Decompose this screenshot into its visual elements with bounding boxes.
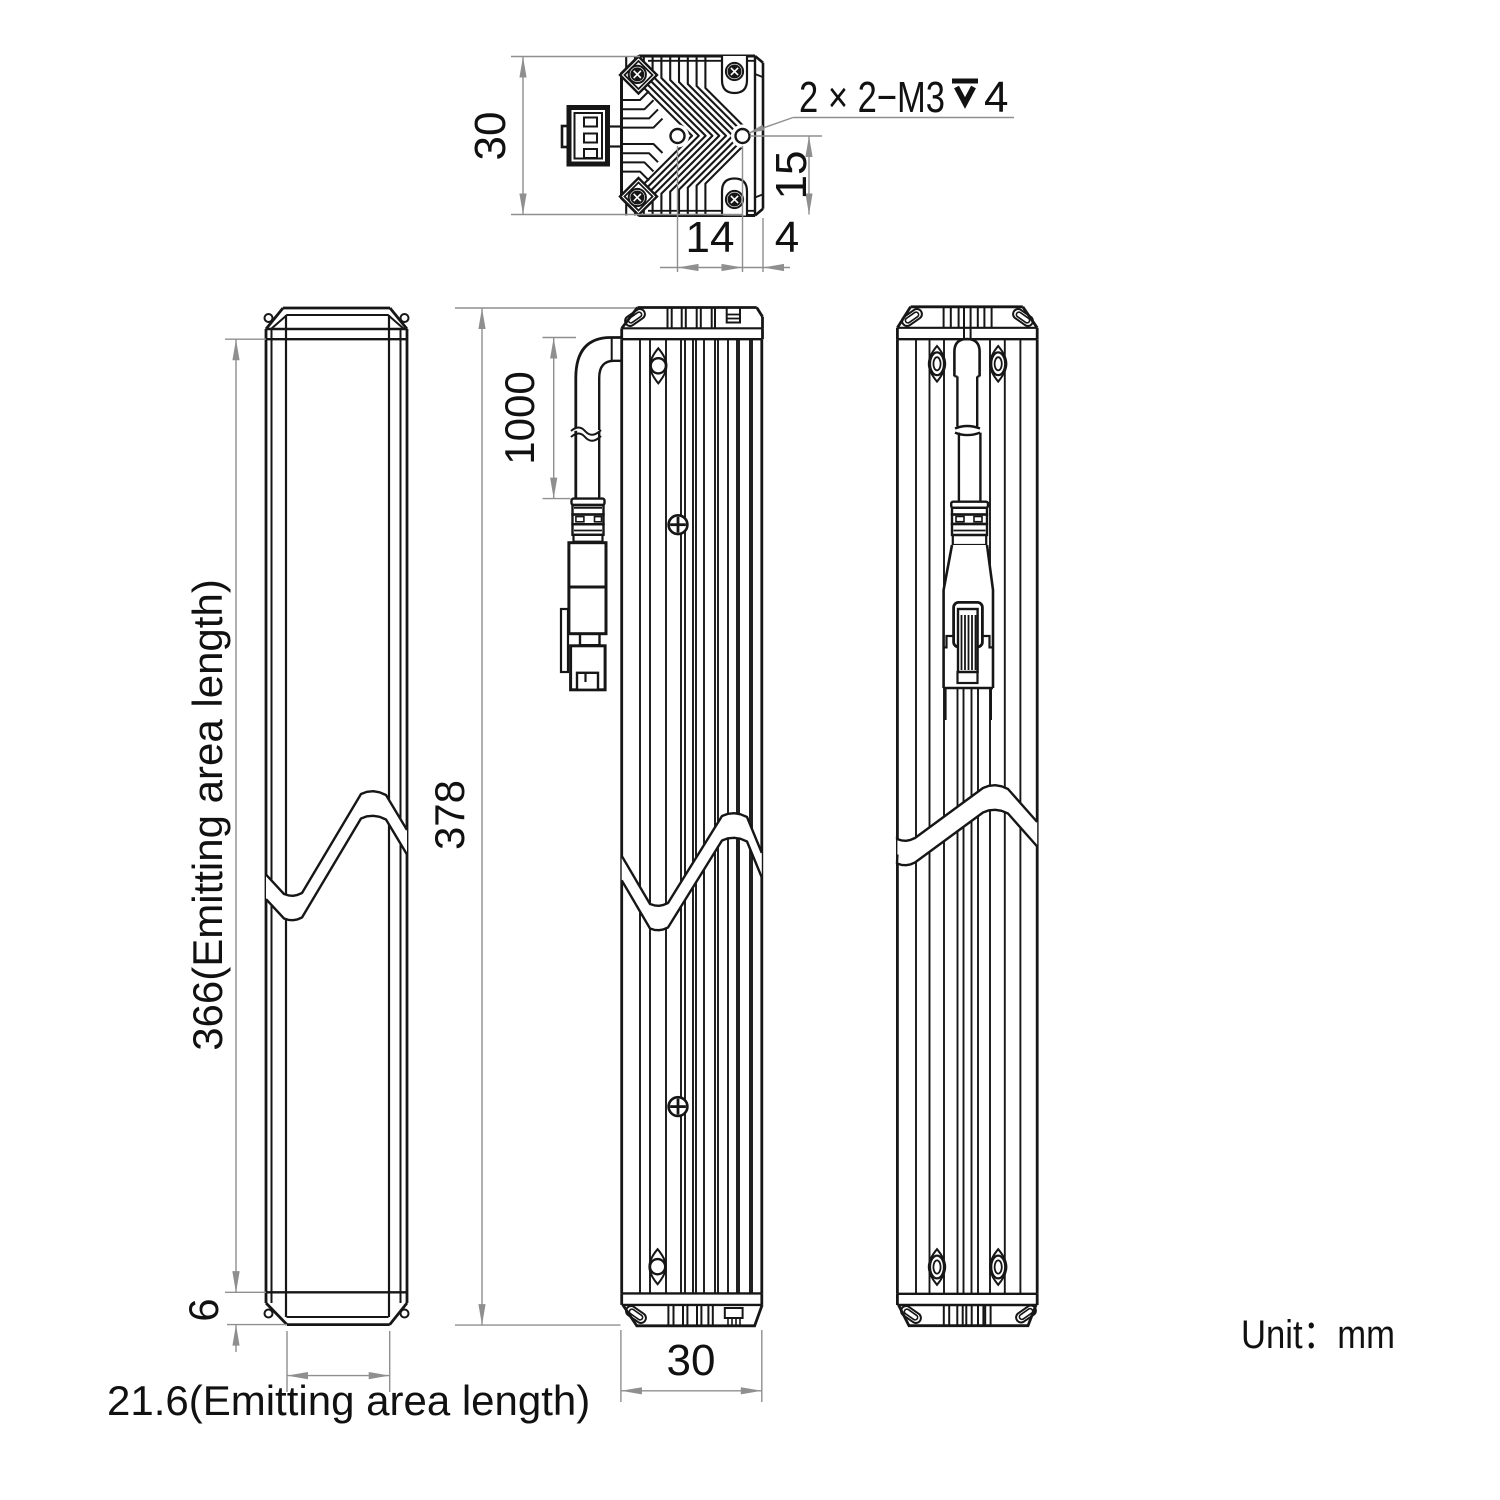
svg-text:6: 6	[180, 1298, 227, 1321]
svg-text:4: 4	[775, 213, 799, 262]
svg-text:4: 4	[984, 73, 1008, 122]
svg-text:Unit：mm: Unit：mm	[1241, 1313, 1395, 1357]
svg-text:2 × 2−M3: 2 × 2−M3	[799, 73, 945, 122]
svg-text:366(Emitting area length): 366(Emitting area length)	[184, 579, 231, 1051]
svg-text:15: 15	[767, 151, 816, 200]
svg-text:14: 14	[686, 213, 735, 262]
svg-text:21.6(Emitting area length): 21.6(Emitting area length)	[107, 1377, 590, 1424]
svg-text:30: 30	[667, 1336, 716, 1385]
svg-text:30: 30	[466, 112, 515, 161]
svg-text:1000: 1000	[496, 371, 543, 464]
svg-text:378: 378	[426, 780, 473, 850]
